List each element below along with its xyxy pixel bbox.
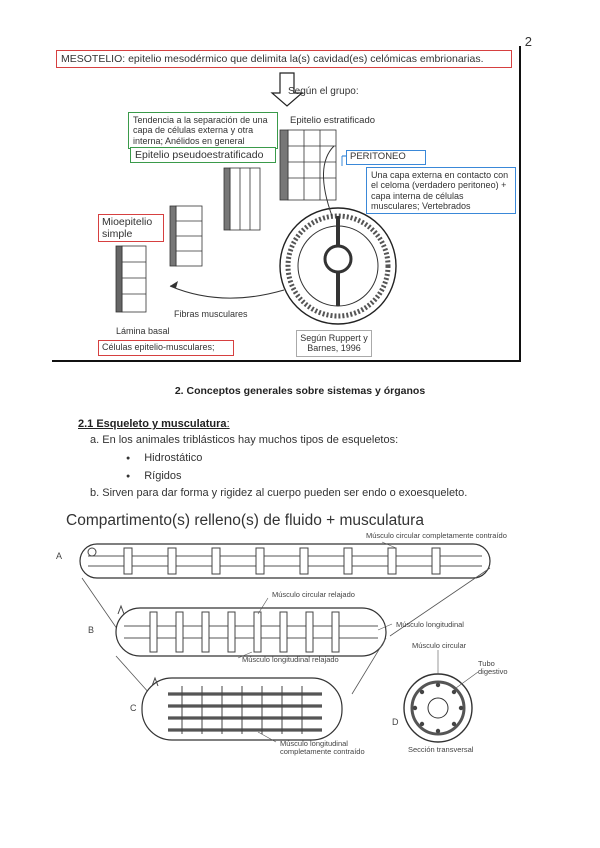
celulas-box: Células epitelio-musculares; — [98, 340, 234, 356]
list-item-a: a. En los animales triblásticos hay much… — [90, 434, 399, 446]
ruppert-citation: Según Ruppert y Barnes, 1996 — [296, 330, 372, 357]
label-longitudinal: Músculo longitudinal — [396, 620, 464, 629]
hydrostatic-skeleton-figure: A B C D Músculo circular completamente c… — [52, 528, 522, 768]
capa-externa-box: Una capa externa en contacto con el celo… — [366, 167, 516, 215]
list-item-b: b. Sirven para dar forma y rigidez al cu… — [90, 487, 468, 499]
lamina-label: Lámina basal — [116, 326, 170, 336]
mesotelio-figure: MESOTELIO: epitelio mesodérmico que deli… — [52, 46, 521, 362]
letter-d: D — [392, 717, 399, 727]
hydrostatic-illustration — [79, 541, 491, 743]
label-longitudinal-contraido: Músculo longitudinal completamente contr… — [280, 739, 365, 757]
estratificado-label: Epitelio estratificado — [290, 115, 376, 126]
pseudoestratificado-box: Epitelio pseudoestratificado — [130, 147, 276, 164]
tendencia-box: Tendencia a la separación de una capa de… — [128, 112, 278, 150]
page-number: 2 — [524, 34, 532, 49]
subsection-title: 2.1 Esqueleto y musculatura: — [78, 418, 230, 430]
figure2-title: Compartimento(s) relleno(s) de fluido + … — [66, 512, 424, 529]
bullet-item: Hidrostático — [126, 452, 202, 464]
letter-a: A — [56, 551, 63, 561]
label-tubo-digestivo: Tubo digestivo — [478, 659, 508, 677]
peritoneo-box: PERITONEO — [346, 150, 426, 165]
label-circular-contraido: Músculo circular completamente contraído — [366, 531, 507, 540]
label-circular: Músculo circular — [412, 641, 467, 650]
mesotelio-illustration — [115, 72, 397, 325]
letter-b: B — [88, 625, 95, 635]
fibras-label: Fibras musculares — [174, 309, 248, 319]
subsection-colon: : — [226, 418, 230, 430]
mesotelio-definition: MESOTELIO: epitelio mesodérmico que deli… — [56, 50, 512, 68]
letter-c: C — [130, 703, 137, 713]
mioepitelio-box: Mioepitelio simple — [98, 214, 164, 243]
label-seccion-transversal: Sección transversal — [408, 745, 474, 754]
label-circular-relajado: Músculo circular relajado — [272, 590, 355, 599]
subsection-title-text: 2.1 Esqueleto y musculatura — [78, 418, 227, 430]
segun-grupo-label: Según el grupo: — [288, 86, 359, 97]
section-title: 2. Conceptos generales sobre sistemas y … — [174, 385, 426, 397]
bullet-item: Rígidos — [126, 470, 181, 482]
label-longitudinal-relajado: Músculo longitudinal relajado — [242, 655, 339, 664]
